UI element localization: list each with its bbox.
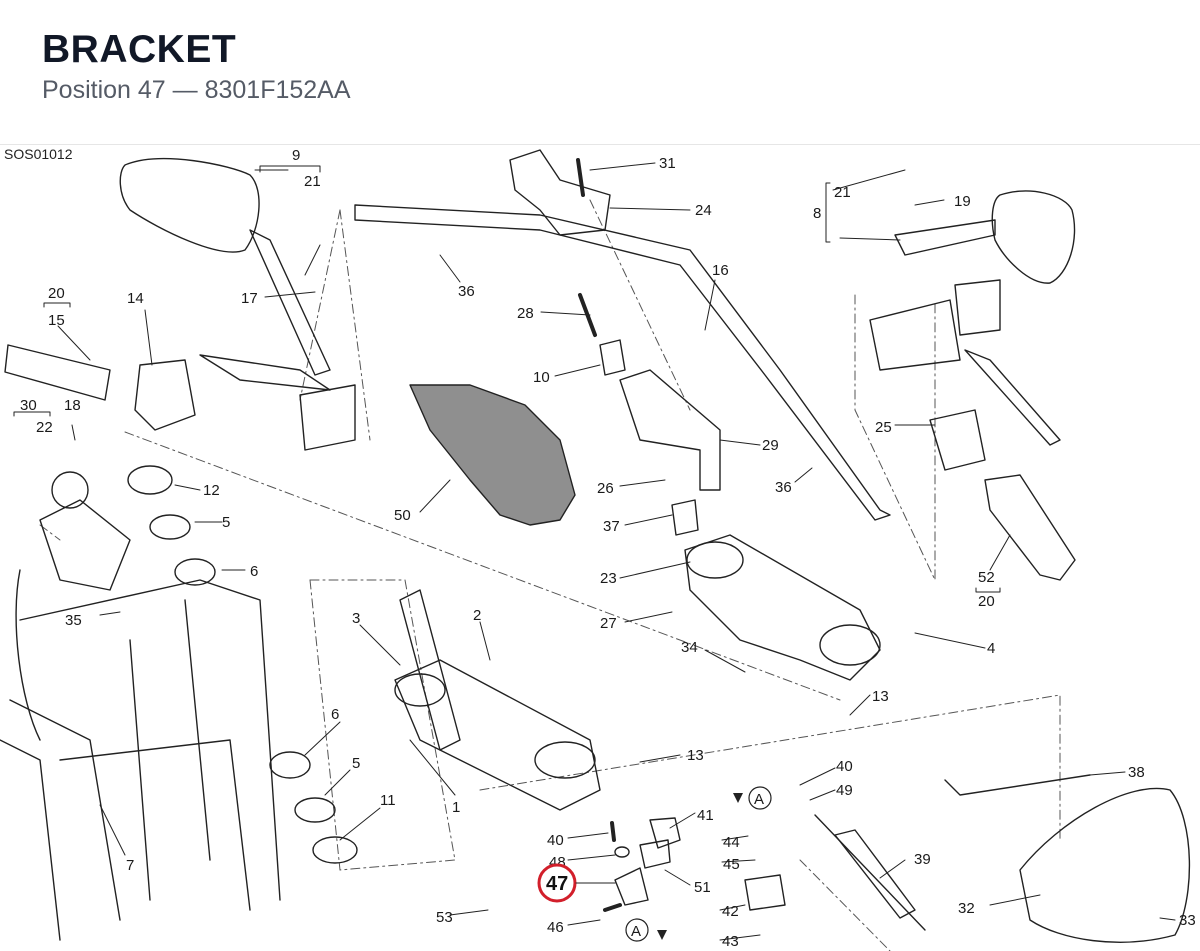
callout: 30 <box>20 397 37 414</box>
callout: 32 <box>958 900 975 917</box>
callout: 49 <box>836 782 853 799</box>
callout: 2 <box>473 607 481 624</box>
heat-guard <box>944 774 1191 943</box>
callout: 13 <box>687 747 704 764</box>
handlebar <box>354 204 891 521</box>
callout: 7 <box>126 857 134 874</box>
callout: 8 <box>813 205 821 222</box>
left-mirror <box>119 158 331 376</box>
callout: 20 <box>48 285 65 302</box>
right-grip-assembly <box>869 279 1076 581</box>
callout: 22 <box>36 419 53 436</box>
steering-damper <box>744 814 926 931</box>
callout: 21 <box>834 184 851 201</box>
lower-triple-clamp <box>394 589 601 811</box>
callout: 50 <box>394 507 411 524</box>
callout: 44 <box>723 834 740 851</box>
callout: 40 <box>836 758 853 775</box>
handlebar-riser <box>578 293 721 536</box>
top-clamp <box>509 149 611 236</box>
callout: 38 <box>1128 764 1145 781</box>
callout: 36 <box>775 479 792 496</box>
callout: 33 <box>1179 912 1196 929</box>
page-header: BRACKET Position 47 — 8301F152AA <box>0 0 1200 145</box>
bracket-assembly-47 <box>603 817 681 912</box>
callout: 15 <box>48 312 65 329</box>
callout: 42 <box>722 903 739 920</box>
callout: 25 <box>875 419 892 436</box>
callout: 20 <box>978 593 995 610</box>
svg-text:47: 47 <box>546 873 568 895</box>
callout: 9 <box>292 147 300 164</box>
callout: 13 <box>872 688 889 705</box>
svg-text:A: A <box>754 791 764 808</box>
dashed-guide-lines <box>39 199 1061 951</box>
ref-marker-a-top: A <box>733 786 772 810</box>
callout: 14 <box>127 290 144 307</box>
callout: 5 <box>352 755 360 772</box>
callout: 28 <box>517 305 534 322</box>
callout: 53 <box>436 909 453 926</box>
callout: 10 <box>533 369 550 386</box>
page-title: BRACKET <box>42 28 237 71</box>
svg-text:A: A <box>631 923 641 940</box>
callout: 31 <box>659 155 676 172</box>
part-position-subtitle: Position 47 — 8301F152AA <box>42 76 351 104</box>
upper-triple-clamp <box>684 534 881 681</box>
bolt-31 <box>576 158 585 197</box>
callout: 34 <box>681 639 698 656</box>
callout: 27 <box>600 615 617 632</box>
callout: 26 <box>597 480 614 497</box>
callout: 6 <box>250 563 258 580</box>
ref-marker-a-bottom: A <box>625 918 667 942</box>
callout: 11 <box>380 792 396 809</box>
callout: 40 <box>547 832 564 849</box>
highlighted-position-47[interactable]: 47 <box>537 863 616 903</box>
steering-bearings <box>127 465 358 864</box>
callout: 19 <box>954 193 971 210</box>
callout: 51 <box>694 879 711 896</box>
callout: 36 <box>458 283 475 300</box>
callout: 6 <box>331 706 339 723</box>
ignition-switch <box>15 471 131 741</box>
group-braces <box>13 165 1001 593</box>
callout: 16 <box>712 262 729 279</box>
callout: 43 <box>722 933 739 950</box>
callout: 21 <box>304 173 321 190</box>
right-mirror <box>894 190 1076 284</box>
left-grip-assembly <box>4 344 356 451</box>
callout-labels: 9 21 17 31 24 21 19 8 16 36 28 10 20 15 … <box>20 147 1196 950</box>
callout: 18 <box>64 397 81 414</box>
callout: 24 <box>695 202 712 219</box>
instrument-cluster <box>409 384 576 526</box>
callout: 41 <box>697 807 714 824</box>
callout: 45 <box>723 856 740 873</box>
callout: 52 <box>978 569 995 586</box>
callout: 29 <box>762 437 779 454</box>
callout: 1 <box>452 799 460 816</box>
diagram-code: SOS01012 <box>4 146 73 162</box>
callout: 4 <box>987 640 995 657</box>
callout: 46 <box>547 919 564 936</box>
frame-outline <box>0 579 281 941</box>
callout: 12 <box>203 482 220 499</box>
callout: 37 <box>603 518 620 535</box>
callout: 35 <box>65 612 82 629</box>
callout: 23 <box>600 570 617 587</box>
callout: 3 <box>352 610 360 627</box>
callout: 5 <box>222 514 230 531</box>
callout: 17 <box>241 290 258 307</box>
leader-lines <box>57 162 1176 941</box>
callout: 39 <box>914 851 931 868</box>
